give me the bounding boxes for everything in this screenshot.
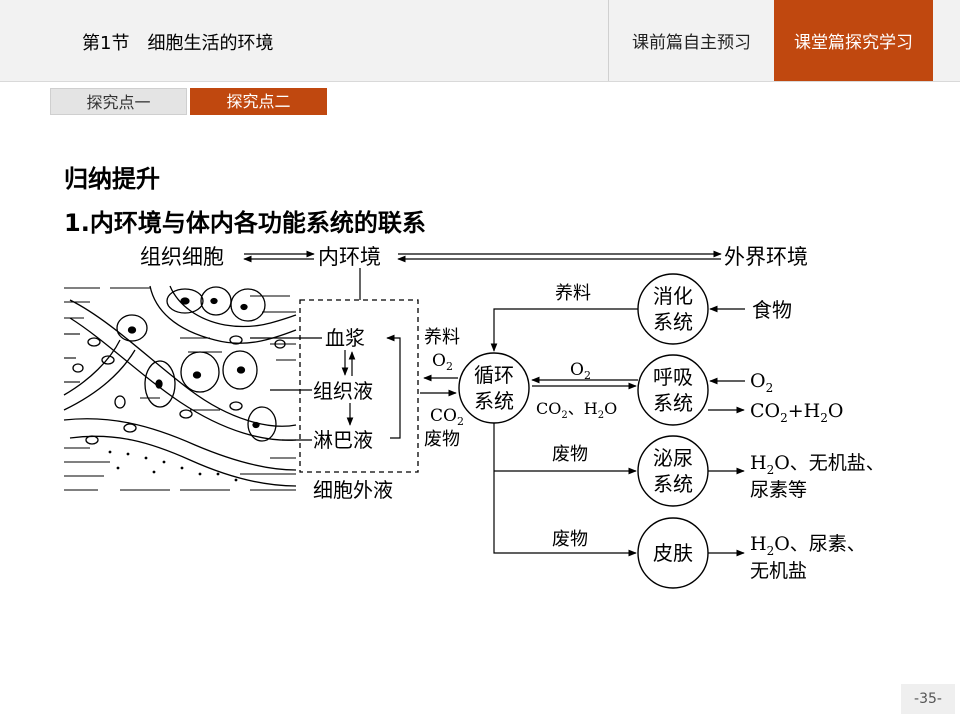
subtab-bar: 探究点一 探究点二 [50,88,327,115]
label-co2-h2o-mid: CO2、H2O [536,399,617,421]
double-arrow-internal-external [397,250,722,263]
label-skin-output-2: 无机盐 [750,560,807,582]
label-skin-output-1: H2O、尿素、 [750,533,866,558]
label-co2-left: CO2 [430,406,464,428]
label-food: 食物 [752,298,792,322]
label-urinary-2: 系统 [653,472,693,496]
respiratory-arrows [531,376,745,414]
label-waste-skin: 废物 [552,529,588,550]
label-o2-left: O2 [432,351,453,373]
label-extracellular-fluid: 细胞外液 [313,478,393,502]
label-tissue-cells: 组织细胞 [140,245,224,269]
label-nutrients-left: 养料 [424,327,460,348]
label-external-environment: 外界环境 [724,245,808,269]
label-o2-in: O2 [750,370,773,395]
content-heading: 1.内环境与体内各功能系统的联系 [64,209,426,237]
label-urinary-output-2: 尿素等 [750,479,807,501]
label-nutrients-top: 养料 [555,283,591,304]
label-waste-left: 废物 [424,429,460,450]
label-co2-h2o-out: CO2+H2O [750,400,843,425]
tab-classroom[interactable]: 课堂篇探究学习 [774,0,933,81]
page-number: -35- [901,684,955,714]
digestive-arrows [490,305,745,352]
label-tissue-fluid: 组织液 [313,379,373,403]
subtab-point-two[interactable]: 探究点二 [190,88,327,115]
section-title: 归纳提升 [64,165,160,193]
lesson-title: 第1节 细胞生活的环境 [82,33,274,54]
internal-flow-arrows [341,334,401,439]
label-skin: 皮肤 [653,541,693,565]
label-lymph: 淋巴液 [313,428,373,452]
label-urinary-output-1: H2O、无机盐、 [750,452,885,477]
respiratory-system-node [637,354,709,426]
double-arrow-cells-internal [243,250,315,263]
label-circulatory-1: 循环 [474,363,514,387]
label-urinary-1: 泌尿 [653,446,693,470]
label-respiratory-1: 呼吸 [653,365,693,389]
tissue-illustration [63,285,297,491]
subtab-point-one[interactable]: 探究点一 [50,88,187,115]
label-digestive-2: 系统 [653,310,693,334]
tab-preview[interactable]: 课前篇自主预习 [608,0,774,81]
label-waste-urinary: 废物 [552,444,588,465]
label-internal-environment: 内环境 [318,245,381,269]
label-digestive-1: 消化 [653,284,693,308]
header-bar: 第1节 细胞生活的环境 课前篇自主预习 课堂篇探究学习 [0,0,960,82]
exchange-arrows [420,374,458,397]
leader-lines [250,337,322,441]
label-o2-mid: O2 [570,360,591,382]
extracellular-fluid-box [299,299,419,473]
excretion-arrows [493,423,745,557]
label-respiratory-2: 系统 [653,391,693,415]
label-circulatory-2: 系统 [474,389,514,413]
label-plasma: 血浆 [325,326,365,350]
